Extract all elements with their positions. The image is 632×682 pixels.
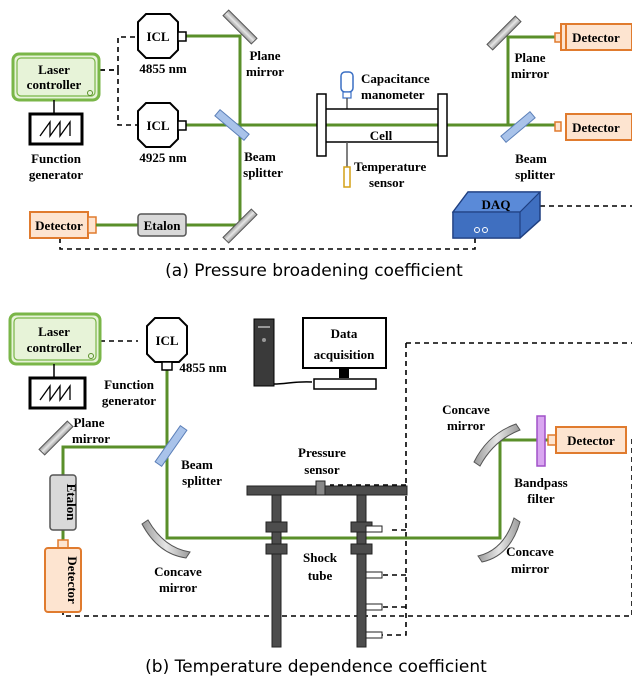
part-a: Laser controller Function generator ICL … [11, 9, 632, 281]
plane-mirror-b: Plane mirror [38, 415, 110, 456]
etalon-b: Etalon [49, 474, 79, 531]
pressure-sensor-label-2: sensor [304, 462, 340, 477]
laser-controller-b: Laser controller [8, 312, 102, 366]
shock-tube: Pressure sensor Shock tube [246, 445, 408, 648]
etalon-label: Etalon [144, 218, 182, 233]
concave-mirror-b-top: Concave mirror [442, 402, 521, 467]
plane-mirror-label-1: Plane [249, 48, 280, 63]
part-b: Laser controller Function generator ICL … [8, 312, 632, 677]
detector-label: Detector [572, 30, 620, 45]
icl-b: ICL 4855 nm [146, 317, 227, 375]
detector-a-left: Detector [29, 211, 97, 239]
icl-wavelength: 4855 nm [179, 360, 226, 375]
cell-label: Cell [370, 128, 393, 143]
beam-splitter-a-right: Beam splitter [500, 111, 555, 182]
pressure-sensor-label-1: Pressure [298, 445, 346, 460]
shock-tube-label-1: Shock [303, 550, 338, 565]
capacitance-manometer: Capacitance manometer [340, 71, 430, 109]
capacitance-manometer-label-1: Capacitance [361, 71, 430, 86]
bandpass-filter-label-2: filter [527, 491, 555, 506]
plane-mirror-label-1: Plane [73, 415, 104, 430]
signal-cables-b [62, 340, 632, 636]
detector-label: Detector [65, 556, 80, 604]
etalon-label: Etalon [64, 484, 79, 522]
detector-label: Detector [567, 433, 615, 448]
concave-mirror-label-2: mirror [159, 580, 197, 595]
plane-mirror-label-2: mirror [246, 64, 284, 79]
gas-cell: Cell [316, 93, 448, 157]
beam-splitter-label-1: Beam [515, 151, 547, 166]
function-generator-label-2: generator [102, 393, 156, 408]
detector-label: Detector [35, 218, 83, 233]
laser-controller-label-2: controller [27, 77, 82, 92]
detector-a-top: Detector [554, 23, 632, 51]
beam-splitter-label-1: Beam [181, 457, 213, 472]
capacitance-manometer-label-2: manometer [361, 87, 425, 102]
bandpass-filter: Bandpass filter [514, 415, 568, 506]
caption-a: (a) Pressure broadening coefficient [165, 261, 463, 281]
icl-label: ICL [146, 118, 169, 133]
caption-b: (b) Temperature dependence coefficient [145, 657, 487, 677]
icl-4925-a: ICL 4925 nm [137, 102, 187, 165]
laser-beams-b [61, 360, 548, 540]
icl-wavelength: 4855 nm [139, 61, 186, 76]
plane-mirror-label-2: mirror [511, 66, 549, 81]
function-generator-label-1: Function [31, 151, 82, 166]
bandpass-filter-label-1: Bandpass [514, 475, 567, 490]
concave-mirror-label-2: mirror [511, 561, 549, 576]
plane-mirror-a-bottom [222, 208, 258, 244]
detector-b-left: Detector [44, 539, 82, 613]
concave-mirror-b-bottom: Concave mirror [477, 517, 554, 576]
laser-controller-a: Laser controller [11, 52, 101, 102]
beam-splitter-a-left: Beam splitter [214, 109, 283, 180]
icl-wavelength: 4925 nm [139, 150, 186, 165]
beam-splitter-label-2: splitter [182, 473, 222, 488]
laser-controller-label-2: controller [27, 340, 82, 355]
beam-splitter-label-2: splitter [243, 165, 283, 180]
laser-controller-label-1: Laser [38, 62, 70, 77]
beam-splitter-label-2: splitter [515, 167, 555, 182]
shock-tube-label-2: tube [308, 568, 333, 583]
function-generator-b: Function generator [28, 376, 156, 410]
function-generator-label-1: Function [104, 377, 155, 392]
temperature-sensor-label-1: Temperature [354, 159, 426, 174]
concave-mirror-b-left: Concave mirror [141, 519, 202, 595]
laser-controller-label-1: Laser [38, 324, 70, 339]
plane-mirror-label-1: Plane [514, 50, 545, 65]
plane-mirror-a-left: Plane mirror [222, 9, 284, 79]
concave-mirror-label-1: Concave [506, 544, 554, 559]
data-acquisition-label-1: Data [331, 326, 358, 341]
daq-label: DAQ [482, 197, 511, 212]
function-generator-label-2: generator [29, 167, 83, 182]
computer-icon: Data acquisition [253, 317, 387, 390]
data-acquisition-label-2: acquisition [314, 347, 375, 362]
icl-label: ICL [146, 29, 169, 44]
temperature-sensor-a: Temperature sensor [343, 142, 426, 190]
beam-splitter-label-1: Beam [244, 149, 276, 164]
concave-mirror-label-2: mirror [447, 418, 485, 433]
plane-mirror-label-2: mirror [72, 431, 110, 446]
plane-mirror-a-right: Plane mirror [486, 15, 549, 81]
concave-mirror-label-1: Concave [154, 564, 202, 579]
daq-box: DAQ [451, 191, 542, 239]
detector-b-right: Detector [547, 426, 627, 454]
icl-label: ICL [155, 333, 178, 348]
function-generator-a: Function generator [28, 112, 84, 182]
temperature-sensor-label-2: sensor [369, 175, 405, 190]
detector-a-bottom: Detector [554, 113, 632, 141]
concave-mirror-label-1: Concave [442, 402, 490, 417]
icl-4855-a: ICL 4855 nm [137, 13, 187, 76]
beam-splitter-b: Beam splitter [154, 424, 222, 488]
detector-label: Detector [572, 120, 620, 135]
etalon-a: Etalon [137, 213, 187, 237]
